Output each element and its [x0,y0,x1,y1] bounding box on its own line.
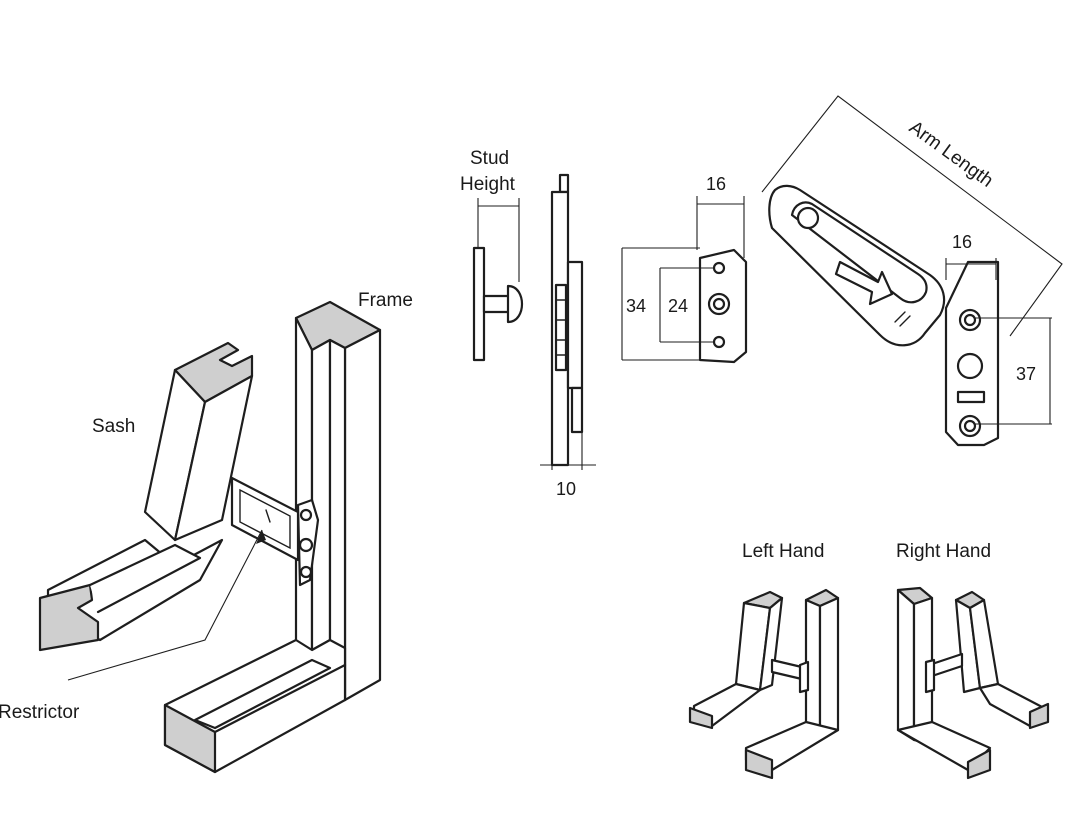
stud-detail: Stud Height [460,148,524,362]
pivot-width-dimension [945,258,997,280]
stud-height-label-line1: Stud [470,148,509,169]
hole-spacing-dimension [659,267,714,343]
right-hand-label: Right Hand [896,541,991,562]
stud-width-value: 10 [556,479,576,499]
restrictor-arm [230,476,320,587]
pivot-height-dimension [974,317,1052,425]
sash-profile [38,341,254,652]
stud-width-dimension [540,430,596,470]
arm-length-dimension [761,95,1063,337]
plate-width-dimension [696,196,745,258]
stud-height-dimension [477,198,520,282]
side-view: 10 [540,173,596,499]
hole-spacing-value: 24 [668,296,688,316]
arm-detail: Arm Length 16 37 [761,95,1063,447]
left-hand-label: Left Hand [742,541,824,562]
left-hand-view: Left Hand [688,541,840,780]
frame-profile [163,300,382,774]
pivot-width-value: 16 [952,232,972,252]
right-hand-view: Right Hand [896,541,1050,780]
pivot-height-value: 37 [1016,364,1036,384]
plate-view: 16 34 24 [621,174,748,364]
plate-width-value: 16 [706,174,726,194]
frame-label: Frame [358,290,413,311]
sash-label: Sash [92,416,135,437]
restrictor-arrowhead [256,530,266,544]
stud-height-label-line2: Height [460,174,516,195]
restrictor-label: Restrictor [0,702,80,723]
plate-height-dimension [621,247,700,361]
main-assembly: Frame Sash Restrictor [0,290,413,774]
plate-height-value: 34 [626,296,646,316]
restrictor-leader [67,529,263,681]
